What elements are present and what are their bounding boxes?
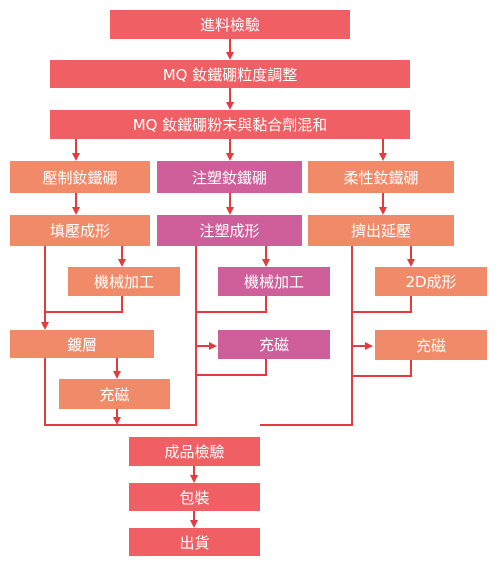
plating-box: 鍍層 (10, 330, 154, 358)
arrow-flexible-forming-bypass (260, 246, 353, 426)
final-inspection-box: 成品檢驗 (129, 437, 260, 466)
shipping-box: 出貨 (129, 528, 260, 556)
flexible-shaping-box: 2D成形 (375, 267, 487, 296)
arrow-pressed-machining-to-plating (45, 296, 123, 313)
pressed-magnetizing-box: 充磁 (59, 379, 170, 409)
arrow-flexible-magnetizing-to-line (352, 360, 412, 377)
arrow-flexible-shaping-to-line (352, 296, 412, 313)
arrow-injection-magnetizing-to-line (196, 359, 267, 376)
injection-forming-box: 注塑成形 (157, 215, 302, 246)
pressed-ndfeb-box: 壓制釹鐵硼 (10, 161, 150, 193)
pressed-forming-box: 填壓成形 (10, 215, 150, 246)
arrow-injection-forming-bypass (129, 246, 197, 426)
mq-grain-adjust-box: MQ 釹鐵硼粒度調整 (50, 60, 410, 88)
flexible-forming-box: 擠出延壓 (308, 215, 454, 246)
arrow-injection-machining-to-line (196, 296, 267, 313)
packaging-box: 包裝 (129, 483, 260, 511)
injection-magnetizing-box: 充磁 (218, 330, 330, 359)
mq-powder-mixing-box: MQ 釹鐵硼粉末與黏合劑混和 (50, 110, 410, 139)
injection-ndfeb-box: 注塑釹鐵硼 (157, 161, 302, 193)
flexible-magnetizing-box: 充磁 (375, 330, 487, 360)
flexible-ndfeb-box: 柔性釹鐵硼 (308, 161, 454, 193)
arrow-plating-to-final (44, 358, 129, 426)
injection-machining-box: 機械加工 (218, 267, 330, 296)
pressed-machining-box: 機械加工 (68, 267, 180, 296)
incoming-inspection-box: 進料檢驗 (110, 10, 350, 39)
